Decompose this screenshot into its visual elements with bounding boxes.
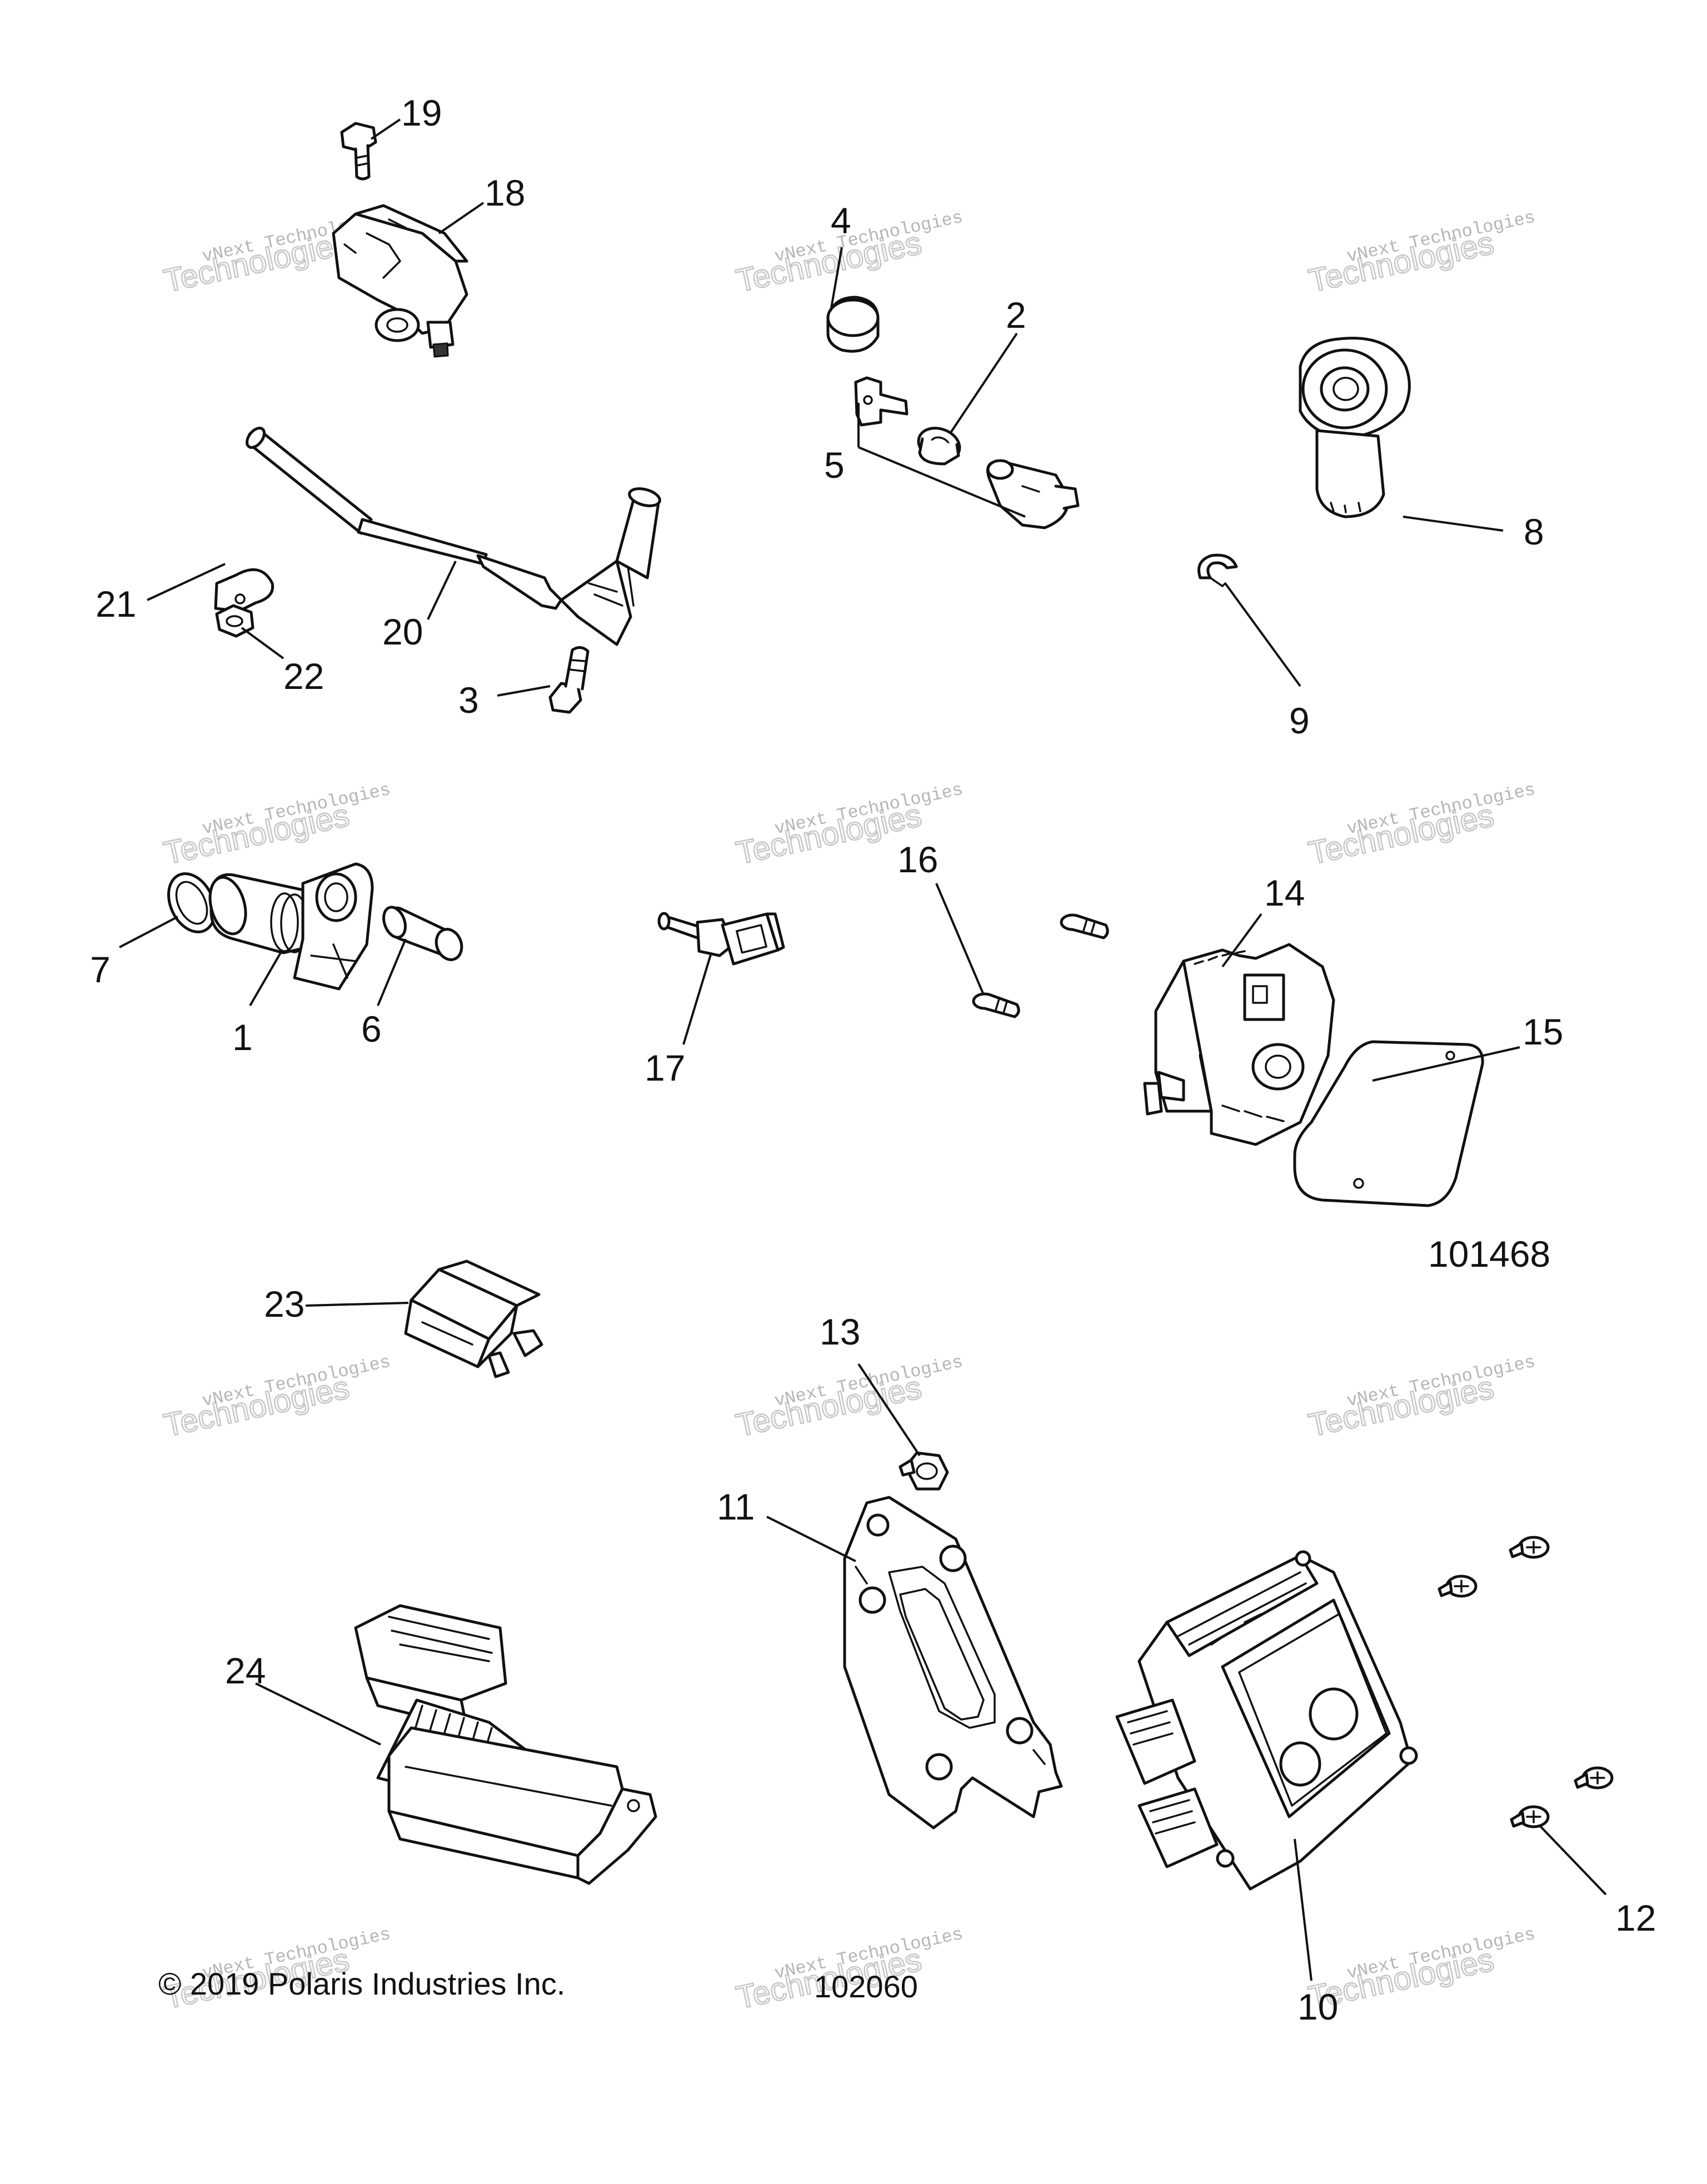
part-5-sensor [986,459,1080,529]
callout-4: 4 [831,200,851,241]
part-12-screws [1438,1536,1614,1828]
callout-16: 16 [897,839,938,880]
watermark: Technologies vNext Technologies [160,779,392,872]
part-15-gasket [1293,1040,1484,1207]
callout-15: 15 [1523,1011,1563,1052]
part-18-map-sensor [332,204,468,358]
callout-8: 8 [1524,511,1544,552]
part-2-washer [917,427,961,466]
part-19-bolt [340,122,377,181]
callout-9: 9 [1289,700,1310,741]
part-3-bolt [548,646,590,714]
watermark: Technologies vNext Technologies [732,1352,965,1445]
callout-18: 18 [485,172,525,213]
part-4-cap [826,296,880,353]
part-6-dowel [382,906,463,961]
part-13-push-clip [899,1451,949,1491]
watermark: Technologies vNext Technologies [1305,207,1537,300]
figure-number-lower: 102060 [814,1969,918,2004]
callout-19: 19 [401,92,442,133]
callout-17: 17 [645,1047,685,1088]
callout-6: 6 [361,1008,382,1049]
callout-2: 2 [1006,294,1026,336]
callout-14: 14 [1264,872,1305,913]
leader-lines [119,118,1607,1981]
callout-20: 20 [382,611,423,652]
part-23-relay [404,1260,543,1378]
part-14-housing [1143,943,1335,1146]
callout-numbers: 19 18 4 2 5 8 9 21 22 20 3 7 1 6 17 16 1… [90,92,1656,2027]
part-10-ecu [1115,1550,1418,1891]
callout-3: 3 [458,679,479,721]
watermark: Technologies vNext Technologies [160,1352,392,1445]
watermark: Technologies vNext Technologies [1305,1924,1537,2017]
copyright-text: © 2019 Polaris Industries Inc. [158,1966,565,2001]
callout-5: 5 [824,444,845,486]
part-8-knock-sensor [1299,337,1411,518]
part-16-bolts [972,913,1109,1018]
callout-11: 11 [717,1486,755,1527]
callout-10: 10 [1297,1986,1338,2027]
callout-1: 1 [232,1017,253,1058]
part-5-tag [854,376,909,427]
callout-24: 24 [225,1650,266,1691]
part-11-bracket [843,1496,1063,1830]
part-24-module [354,1604,657,1885]
callout-23: 23 [264,1283,305,1325]
callout-21: 21 [96,583,136,624]
part-1-cam-sensor [208,862,374,991]
watermark: Technologies vNext Technologies [1305,1352,1537,1445]
watermark: Technologies vNext Technologies [1305,779,1537,872]
part-20-speed-sensor-cable [245,427,661,646]
callout-12: 12 [1615,1897,1656,1938]
callout-22: 22 [283,656,324,697]
part-9-e-clip [1197,553,1238,587]
part-21-clip [214,568,274,613]
figure-number-upper: 101468 [1428,1233,1550,1275]
part-17-temp-sensor [657,912,785,966]
callout-13: 13 [820,1311,860,1352]
callout-7: 7 [90,949,111,990]
